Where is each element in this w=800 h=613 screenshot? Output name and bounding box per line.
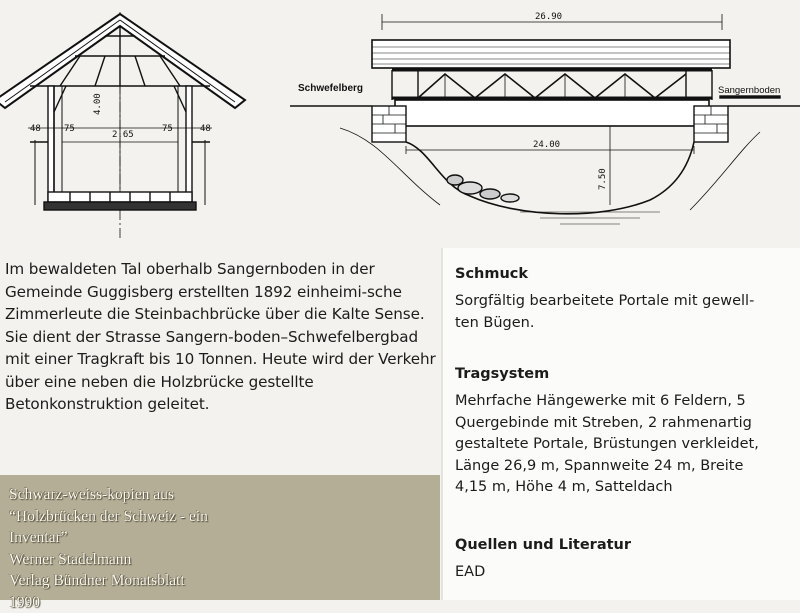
bridge-drawings: 48 75 2.65 75 48 4.00: [0, 12, 800, 240]
dim-label: 2.65: [112, 130, 134, 140]
info-panel: [443, 248, 800, 600]
section-body-tragsystem: Mehrfache Hängewerke mit 6 Feldern, 5 Qu…: [455, 393, 759, 495]
section-title-tragsystem: Tragsystem: [455, 366, 550, 382]
section-body-schmuck: Sorgfältig bearbeitete Portale mit gewel…: [455, 293, 755, 331]
credit-box: Schwarz-weiss-kopien aus “Holzbrücken de…: [0, 475, 440, 611]
intro-paragraph: Im bewaldeten Tal oberhalb Sangernboden …: [5, 260, 436, 413]
dim-label-height: 4.00: [93, 93, 103, 115]
dim-span: 24.00: [533, 140, 560, 150]
dim-clearance: 7.50: [598, 168, 608, 190]
section-title-schmuck: Schmuck: [455, 266, 529, 282]
dim-label: 75: [64, 124, 75, 134]
label-sangernboden: Sangernboden: [718, 85, 780, 96]
section-body-quellen: EAD: [455, 564, 486, 580]
elevation-drawing: [290, 14, 800, 225]
dim-label: 75: [162, 124, 173, 134]
dim-label: 48: [30, 124, 41, 134]
label-schwefelberg: Schwefelberg: [298, 83, 363, 94]
credit-text: Schwarz-weiss-kopien aus “Holzbrücken de…: [9, 486, 208, 611]
cross-section-dimension-labels: 48 75 2.65 75 48 4.00: [30, 93, 211, 140]
dim-total-length: 26.90: [535, 12, 562, 22]
dim-label: 48: [200, 124, 211, 134]
elevation-labels: Schwefelberg Sangernboden 26.90 24.00 7.…: [298, 12, 780, 190]
section-title-quellen: Quellen und Literatur: [455, 537, 632, 553]
cross-section-drawing: [0, 12, 247, 240]
